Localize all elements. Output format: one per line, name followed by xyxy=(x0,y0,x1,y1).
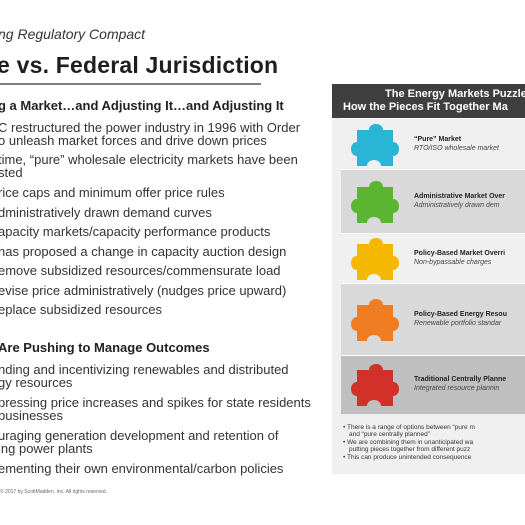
list-item: uraging generation development and reten… xyxy=(0,428,279,443)
panel-note: • We are combining them in unanticipated… xyxy=(343,439,474,446)
puzzle-row-title: Traditional Centrally Planne xyxy=(414,376,507,383)
list-item: ing power plants xyxy=(0,441,93,456)
puzzle-piece-icon xyxy=(351,123,399,166)
panel-note: putting pieces together from different p… xyxy=(349,446,471,453)
section-heading-states: Are Pushing to Manage Outcomes xyxy=(0,340,210,355)
puzzle-piece-icon xyxy=(351,181,399,223)
panel-header: The Energy Markets Puzzle How the Pieces… xyxy=(332,84,525,118)
puzzle-row-title: Policy-Based Market Overri xyxy=(414,250,506,257)
section-heading-market: g a Market…and Adjusting It…and Adjustin… xyxy=(0,98,284,113)
list-item: apacity markets/capacity performance pro… xyxy=(0,224,271,239)
list-item: C restructured the power industry in 199… xyxy=(0,120,301,135)
list-item: dministratively drawn demand curves xyxy=(0,205,212,220)
list-item: has proposed a change in capacity auctio… xyxy=(0,244,287,259)
slide-kicker: ng Regulatory Compact xyxy=(0,26,146,42)
panel-note: • This can produce unintended consequenc… xyxy=(343,454,472,461)
puzzle-row-title: Policy-Based Energy Resou xyxy=(414,311,507,318)
list-item: eplace subsidized resources xyxy=(0,302,163,317)
list-item: ementing their own environmental/carbon … xyxy=(0,461,284,476)
panel-title-line2: How the Pieces Fit Together Ma xyxy=(343,101,508,113)
puzzle-piece-icon xyxy=(351,299,399,341)
puzzle-piece-icon xyxy=(351,238,399,280)
list-item: gy resources xyxy=(0,375,73,390)
list-item: sted xyxy=(0,165,23,180)
puzzle-row-title: Administrative Market Over xyxy=(414,193,506,200)
puzzle-row-subtitle: Integrated resource plannin xyxy=(414,385,500,392)
list-item: emove subsidized resources/commensurate … xyxy=(0,263,281,278)
list-item: businesses xyxy=(0,408,64,423)
list-item: nding and incentivizing renewables and d… xyxy=(0,362,289,377)
list-item: pressing price increases and spikes for … xyxy=(0,395,311,410)
title-underline xyxy=(0,83,261,85)
panel-note: and “pure centrally planned” xyxy=(349,431,430,438)
list-item: evise price administratively (nudges pri… xyxy=(0,283,287,298)
list-item: time, “pure” wholesale electricity marke… xyxy=(0,152,298,167)
puzzle-row-subtitle: Renewable portfolio standar xyxy=(414,320,502,327)
slide-title: e vs. Federal Jurisdiction xyxy=(0,52,279,78)
puzzle-piece-icon xyxy=(351,364,399,406)
panel-note: • There is a range of options between “p… xyxy=(343,424,475,431)
list-item: rice caps and minimum offer price rules xyxy=(0,185,225,200)
copyright-footer: © 2017 by ScottMadden, Inc. All rights r… xyxy=(0,489,108,495)
puzzle-row-subtitle: Non-bypassable charges xyxy=(414,259,492,266)
list-item: o unleash market forces and drive down p… xyxy=(0,133,267,148)
puzzle-row-title: “Pure” Market xyxy=(414,135,462,143)
puzzle-row-subtitle: Administratively drawn dem xyxy=(414,202,500,209)
panel-title-line1: The Energy Markets Puzzle xyxy=(385,88,525,100)
puzzle-row-subtitle: RTO/ISO wholesale market xyxy=(414,144,499,152)
